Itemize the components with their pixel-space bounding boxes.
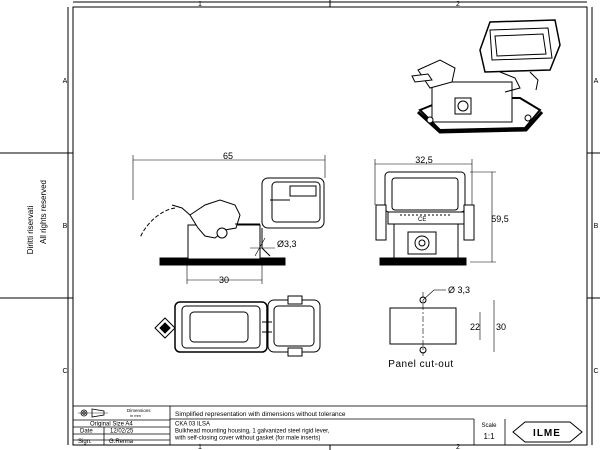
scale-value: 1:1 (483, 432, 495, 441)
dim-cutout-hole: Ø 3,3 (448, 285, 470, 295)
row-label-b-right: B (594, 223, 599, 230)
brand-logo: ILME (512, 421, 583, 443)
dimensions-caption: Dimensions (127, 408, 151, 413)
svg-text:CE: CE (418, 217, 426, 223)
top-view (154, 295, 321, 357)
isometric-view (411, 19, 561, 134)
row-label-c-right: C (593, 368, 598, 375)
description-line-1: Bulkhead mounting housing, 1 galvanized … (175, 429, 330, 435)
column-label-2: 2 (456, 1, 460, 8)
rights-text-group-2: All rights reserved (39, 180, 48, 244)
row-label-a: A (63, 78, 68, 85)
scale-label: Scale (481, 423, 497, 429)
rights-text-it: Diritti riservati (26, 206, 35, 255)
row-label-c: C (62, 368, 67, 375)
sign-value: G.Renna (109, 439, 134, 445)
dim-side-base: 30 (219, 275, 229, 285)
rights-text-en: All rights reserved (39, 180, 48, 244)
original-size: Original Size A4 (90, 422, 133, 428)
front-view-dimensions (374, 159, 496, 263)
dim-cutout-outer: 30 (496, 322, 506, 332)
dim-front-width: 32,5 (415, 155, 433, 165)
date-label: Date (80, 429, 93, 435)
date-value: 12/02/25 (110, 429, 134, 435)
drawing-frame (72, 6, 588, 446)
units-caption: in mm (130, 413, 142, 418)
front-view: CE (375, 171, 475, 266)
projection-symbol-icon (78, 408, 108, 418)
product-code: CKA 03 ILSA (175, 422, 210, 428)
column-label-1-bottom: 1 (198, 444, 202, 450)
description-line-2: with self-closing cover without gasket (… (174, 436, 320, 442)
row-label-b: B (63, 223, 68, 230)
panel-cutout (389, 289, 495, 356)
side-view (139, 177, 325, 266)
title-block (72, 405, 588, 446)
column-label-1: 1 (198, 1, 202, 8)
dim-side-hole: Ø3,3 (277, 239, 297, 249)
brand-logo-text: ILME (533, 428, 561, 439)
dim-side-width: 65 (223, 151, 233, 161)
sign-label: Sign. (78, 439, 92, 445)
dim-cutout-inner: 22 (470, 322, 480, 332)
column-label-2-bottom: 2 (456, 444, 460, 450)
side-view-dimensions (132, 155, 326, 284)
panel-cutout-label: Panel cut-out (388, 359, 453, 370)
rights-text-group: Diritti riservati (26, 206, 35, 255)
dim-front-height: 59,5 (491, 214, 509, 224)
drawing-note: Simplified representation with dimension… (175, 411, 346, 418)
row-label-a-right: A (594, 78, 599, 85)
